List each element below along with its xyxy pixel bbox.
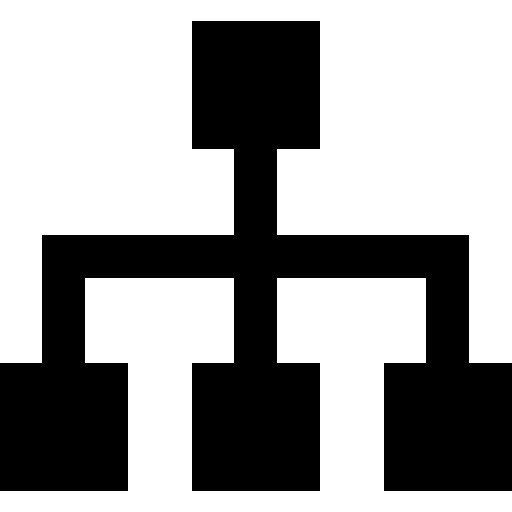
horizontal-connector (42, 235, 469, 278)
bottom-left-node (0, 363, 128, 491)
bottom-right-node (384, 363, 512, 491)
right-connector (426, 278, 469, 363)
top-node (192, 21, 320, 149)
top-connector (234, 149, 277, 235)
left-connector (42, 278, 85, 363)
center-connector (234, 278, 277, 363)
bottom-center-node (192, 363, 320, 491)
